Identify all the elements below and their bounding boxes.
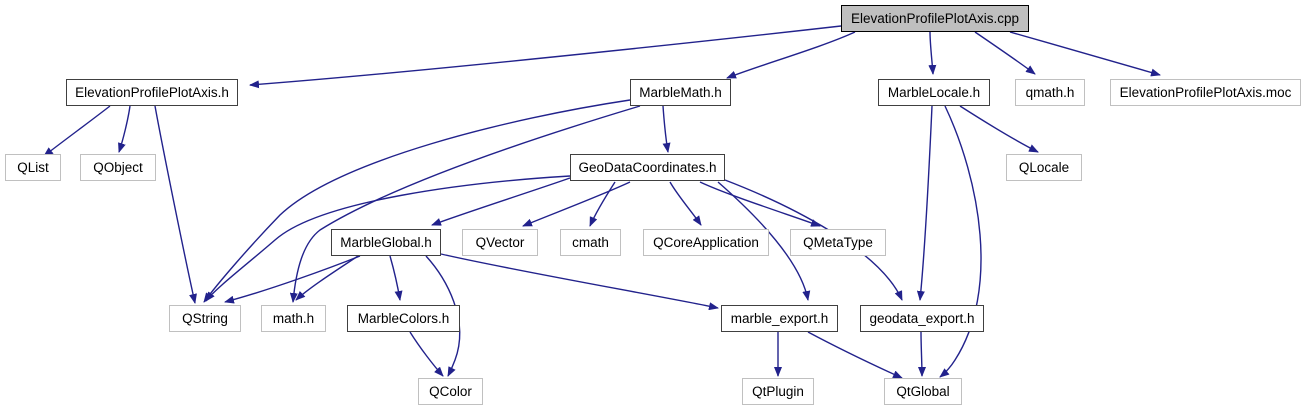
graph-edge-marblemath_h-to-geodataCoordinates_dummy xyxy=(662,105,671,153)
graph-node-elevationprofileplotaxis_moc[interactable]: ElevationProfilePlotAxis.moc xyxy=(1110,79,1301,106)
graph-edge-geodatacoordinates_h-to-qvector xyxy=(522,181,631,227)
graph-node-label: QObject xyxy=(93,159,143,175)
graph-node-qstring[interactable]: QString xyxy=(169,305,241,332)
graph-node-marblelocale_h[interactable]: MarbleLocale.h xyxy=(878,79,990,106)
graph-edge-elevationprofileplotaxis_h-to-qlist xyxy=(43,105,111,157)
graph-node-elevationprofileplotaxis_h[interactable]: ElevationProfilePlotAxis.h xyxy=(66,79,238,106)
graph-node-label: GeoDataCoordinates.h xyxy=(578,159,717,175)
graph-edge-marbleglobal_h-to-marble_export_h xyxy=(440,253,719,311)
graph-node-marbleglobal_h[interactable]: MarbleGlobal.h xyxy=(331,229,441,256)
graph-edge-marbleglobal_h-to-qcolor xyxy=(425,255,461,377)
graph-node-label: QtGlobal xyxy=(896,383,950,399)
graph-node-cmath[interactable]: cmath xyxy=(560,229,621,256)
graph-edge-marbleglobal_h-to-math_h xyxy=(295,255,359,301)
graph-node-qcoreapplication[interactable]: QCoreApplication xyxy=(643,229,769,256)
graph-node-marble_export_h[interactable]: marble_export.h xyxy=(721,305,838,332)
graph-edge-elevationprofileplotaxis_cpp-to-marblelocale_h xyxy=(928,31,937,75)
graph-edge-marblelocale_h-to-qlocale xyxy=(959,105,1039,153)
graph-node-label: MarbleGlobal.h xyxy=(340,234,432,250)
graph-node-label: qmath.h xyxy=(1025,84,1075,100)
graph-node-geodatacoordinates_h[interactable]: GeoDataCoordinates.h xyxy=(570,154,725,181)
graph-edge-elevationprofileplotaxis_cpp-to-qmath_h xyxy=(974,31,1036,75)
graph-node-elevationprofileplotaxis_cpp[interactable]: ElevationProfilePlotAxis.cpp xyxy=(841,5,1029,32)
graph-node-label: geodata_export.h xyxy=(869,310,975,326)
graph-node-qlocale[interactable]: QLocale xyxy=(1006,154,1082,181)
graph-node-label: QLocale xyxy=(1018,159,1070,175)
graph-edge-geodatacoordinates_h-to-marbleglobal_h xyxy=(431,177,571,226)
graph-node-qlist[interactable]: QList xyxy=(5,154,61,181)
graph-node-label: ElevationProfilePlotAxis.h xyxy=(75,84,229,100)
graph-edge-marblemath_h-to-qstring xyxy=(203,99,631,303)
graph-node-label: ElevationProfilePlotAxis.moc xyxy=(1119,84,1292,100)
graph-node-math_h[interactable]: math.h xyxy=(261,305,326,332)
graph-node-label: QString xyxy=(182,310,228,326)
graph-node-label: QMetaType xyxy=(803,234,873,250)
graph-node-label: math.h xyxy=(272,310,315,326)
graph-edge-marblelocale_h-to-geodata_export_h xyxy=(916,105,933,301)
graph-node-label: MarbleColors.h xyxy=(357,310,450,326)
graph-node-qcolor[interactable]: QColor xyxy=(418,378,483,405)
graph-node-qmath_h[interactable]: qmath.h xyxy=(1015,79,1085,106)
graph-node-marblemath_h[interactable]: MarbleMath.h xyxy=(630,79,731,106)
graph-node-marblecolors_h[interactable]: MarbleColors.h xyxy=(347,305,460,332)
graph-node-qobject[interactable]: QObject xyxy=(80,154,156,181)
graph-node-label: ElevationProfilePlotAxis.cpp xyxy=(850,10,1020,26)
graph-edge-elevationprofileplotaxis_h-to-qstring xyxy=(154,105,197,304)
graph-node-label: MarbleMath.h xyxy=(639,84,722,100)
graph-edge-marble_export_h-to-qtglobal xyxy=(807,331,903,379)
graph-edge-elevationprofileplotaxis_cpp-to-elevationprofileplotaxis_moc xyxy=(1009,31,1161,77)
graph-node-label: QColor xyxy=(429,383,472,399)
graph-edge-geodatacoordinates_h-to-qmetatype xyxy=(699,181,821,227)
graph-edge-marbleglobal_h-to-marblecolors_h xyxy=(389,255,403,301)
graph-edge-marblelocale_h-to-qtglobal_curve xyxy=(939,105,982,378)
graph-node-qvector[interactable]: QVector xyxy=(462,229,538,256)
graph-node-label: QtPlugin xyxy=(752,383,804,399)
graph-edge-elevationprofileplotaxis_cpp-to-marblemath_h xyxy=(726,31,856,79)
graph-edge-geodatacoordinates_h-to-marble_export_h xyxy=(717,181,811,301)
graph-node-label: cmath xyxy=(572,234,609,250)
graph-node-label: marble_export.h xyxy=(730,310,829,326)
graph-edge-geodatacoordinates_h-to-qcoreapplication xyxy=(669,181,702,226)
graph-node-label: QCoreApplication xyxy=(653,234,759,250)
graph-node-label: MarbleLocale.h xyxy=(887,84,981,100)
graph-node-label: QVector xyxy=(475,234,525,250)
graph-edge-marbleglobal_h-to-qstring xyxy=(224,255,361,304)
graph-edge-geodatacoordinates_h-to-qstring xyxy=(205,175,571,302)
graph-edge-geodatacoordinates_h-to-cmath xyxy=(589,181,616,227)
graph-node-qtplugin[interactable]: QtPlugin xyxy=(742,378,814,405)
graph-edge-elevationprofileplotaxis_h-to-qobject xyxy=(118,105,131,153)
graph-edge-geodata_export_h-to-qtglobal xyxy=(917,331,926,377)
graph-node-label: QList xyxy=(17,159,49,175)
graph-edge-elevationprofileplotaxis_cpp-to-elevationprofileplotaxis_h xyxy=(249,25,842,89)
graph-node-qmetatype[interactable]: QMetaType xyxy=(790,229,886,256)
graph-edge-marblemath_h-to-math_h xyxy=(289,105,641,303)
graph-edge-marblecolors_h-to-qcolor xyxy=(409,331,444,377)
graph-node-qtglobal[interactable]: QtGlobal xyxy=(884,378,962,405)
graph-node-geodata_export_h[interactable]: geodata_export.h xyxy=(860,305,984,332)
